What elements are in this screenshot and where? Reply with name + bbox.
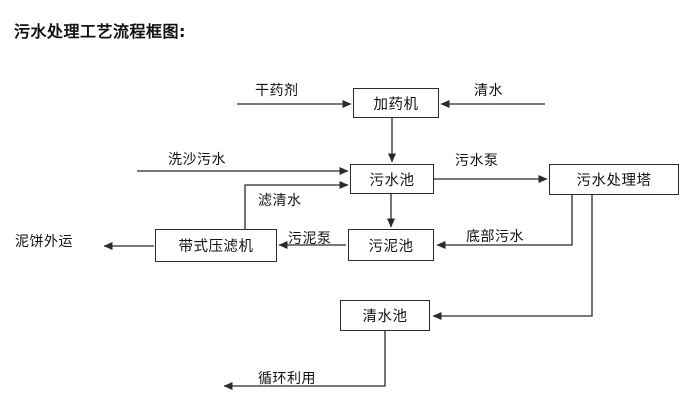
edge-treatment-tower-to-clear-water-pool: [432, 195, 593, 320]
label-dry-agent: 干药剂: [255, 83, 299, 99]
edge-bottom-sewage-to-sludge-pool: [436, 195, 573, 249]
node-clear-water-pool-label: 清水池: [362, 309, 408, 325]
node-sewage-pool[interactable]: 污水池: [350, 164, 434, 194]
label-sand-wash-sewage: 洗沙污水: [168, 152, 226, 168]
node-dosing-machine-label: 加药机: [373, 96, 419, 113]
node-belt-filter-press[interactable]: 带式压滤机: [155, 229, 277, 262]
node-treatment-tower[interactable]: 污水处理塔: [549, 164, 679, 195]
label-recycle-use: 循环利用: [258, 371, 316, 387]
node-treatment-tower-label: 污水处理塔: [576, 173, 652, 189]
edge-filtered-clear-water-to-sewage-pool: [244, 181, 349, 229]
label-filtered-clear-water: 滤清水: [258, 193, 302, 209]
edge-clear-water-pool-to-recycle: [223, 331, 386, 390]
page-title: 污水处理工艺流程框图:: [14, 22, 186, 41]
label-sludge-pump: 污泥泵: [288, 231, 332, 247]
label-sewage-pump: 污水泵: [455, 153, 499, 169]
label-bottom-sewage: 底部污水: [466, 229, 524, 245]
node-sludge-pool[interactable]: 污泥池: [348, 229, 434, 261]
node-sludge-pool-label: 污泥池: [368, 238, 414, 255]
label-mud-cake-out: 泥饼外运: [15, 234, 73, 250]
node-sewage-pool-label: 污水池: [369, 172, 415, 189]
label-clean-water: 清水: [474, 83, 503, 99]
node-clear-water-pool[interactable]: 清水池: [340, 300, 430, 331]
node-dosing-machine[interactable]: 加药机: [353, 88, 439, 118]
node-belt-filter-press-label: 带式压滤机: [178, 239, 254, 255]
